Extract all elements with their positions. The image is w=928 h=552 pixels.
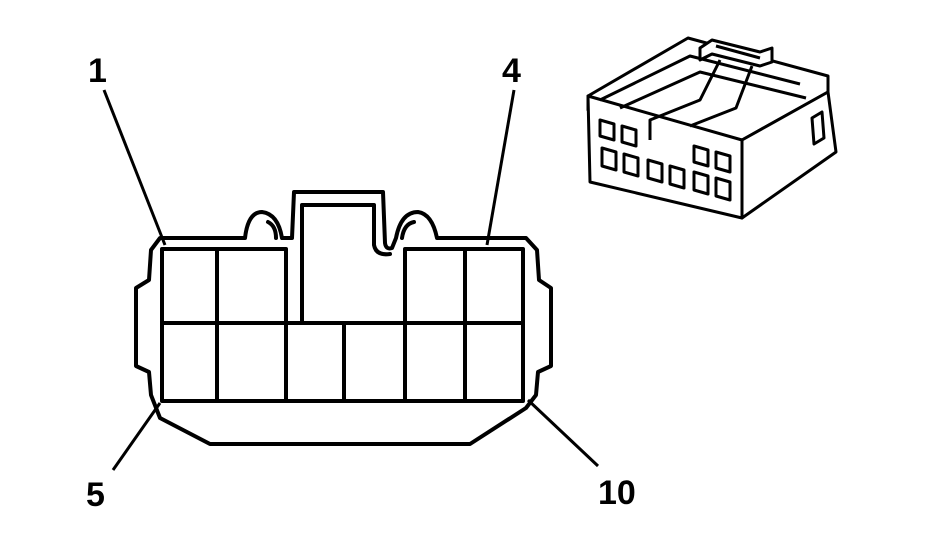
cavity-9 xyxy=(403,321,467,403)
iso-side-window xyxy=(810,110,826,146)
iso-cavity-8 xyxy=(668,164,686,190)
label-pin-10: 10 xyxy=(598,474,636,512)
iso-top-ridge xyxy=(599,54,801,102)
cavity-1 xyxy=(160,247,219,325)
iso-cavity-3 xyxy=(692,144,710,168)
iso-top-ridge-2 xyxy=(619,70,807,110)
iso-cavity-1 xyxy=(598,118,616,142)
iso-latch-ridges xyxy=(715,44,761,60)
housing-outline xyxy=(134,190,553,446)
leader-pin-5 xyxy=(111,402,162,471)
iso-cavity-5 xyxy=(600,146,618,172)
leader-pin-4 xyxy=(485,89,516,246)
connector-iso-view xyxy=(586,36,838,220)
iso-cavity-2 xyxy=(620,124,638,148)
leader-pin-10 xyxy=(526,398,600,468)
cavity-3 xyxy=(403,247,467,325)
right-ridge xyxy=(400,220,416,240)
connector-face-view xyxy=(134,190,553,446)
label-pin-5: 5 xyxy=(86,476,105,514)
iso-cavity-10 xyxy=(714,176,732,202)
iso-cavity-9 xyxy=(692,170,710,196)
leader-lines xyxy=(102,89,600,471)
cavity-4 xyxy=(463,247,525,325)
cavity-7 xyxy=(284,321,346,403)
iso-cavity-6 xyxy=(622,152,640,178)
label-pin-1: 1 xyxy=(88,52,107,90)
iso-cavity-7 xyxy=(646,158,664,184)
iso-latch-arm xyxy=(648,59,722,140)
cavity-2 xyxy=(215,247,288,325)
key-inner-outline xyxy=(300,203,392,324)
left-ridge xyxy=(266,220,278,240)
label-pin-4: 4 xyxy=(502,52,521,90)
cavity-5 xyxy=(160,321,219,403)
leader-pin-1 xyxy=(102,89,167,246)
cavity-10 xyxy=(463,321,525,403)
iso-latch-arm-2 xyxy=(689,65,754,128)
iso-cavity-4 xyxy=(714,150,732,174)
cavity-8 xyxy=(342,321,407,403)
cavity-6 xyxy=(215,321,288,403)
